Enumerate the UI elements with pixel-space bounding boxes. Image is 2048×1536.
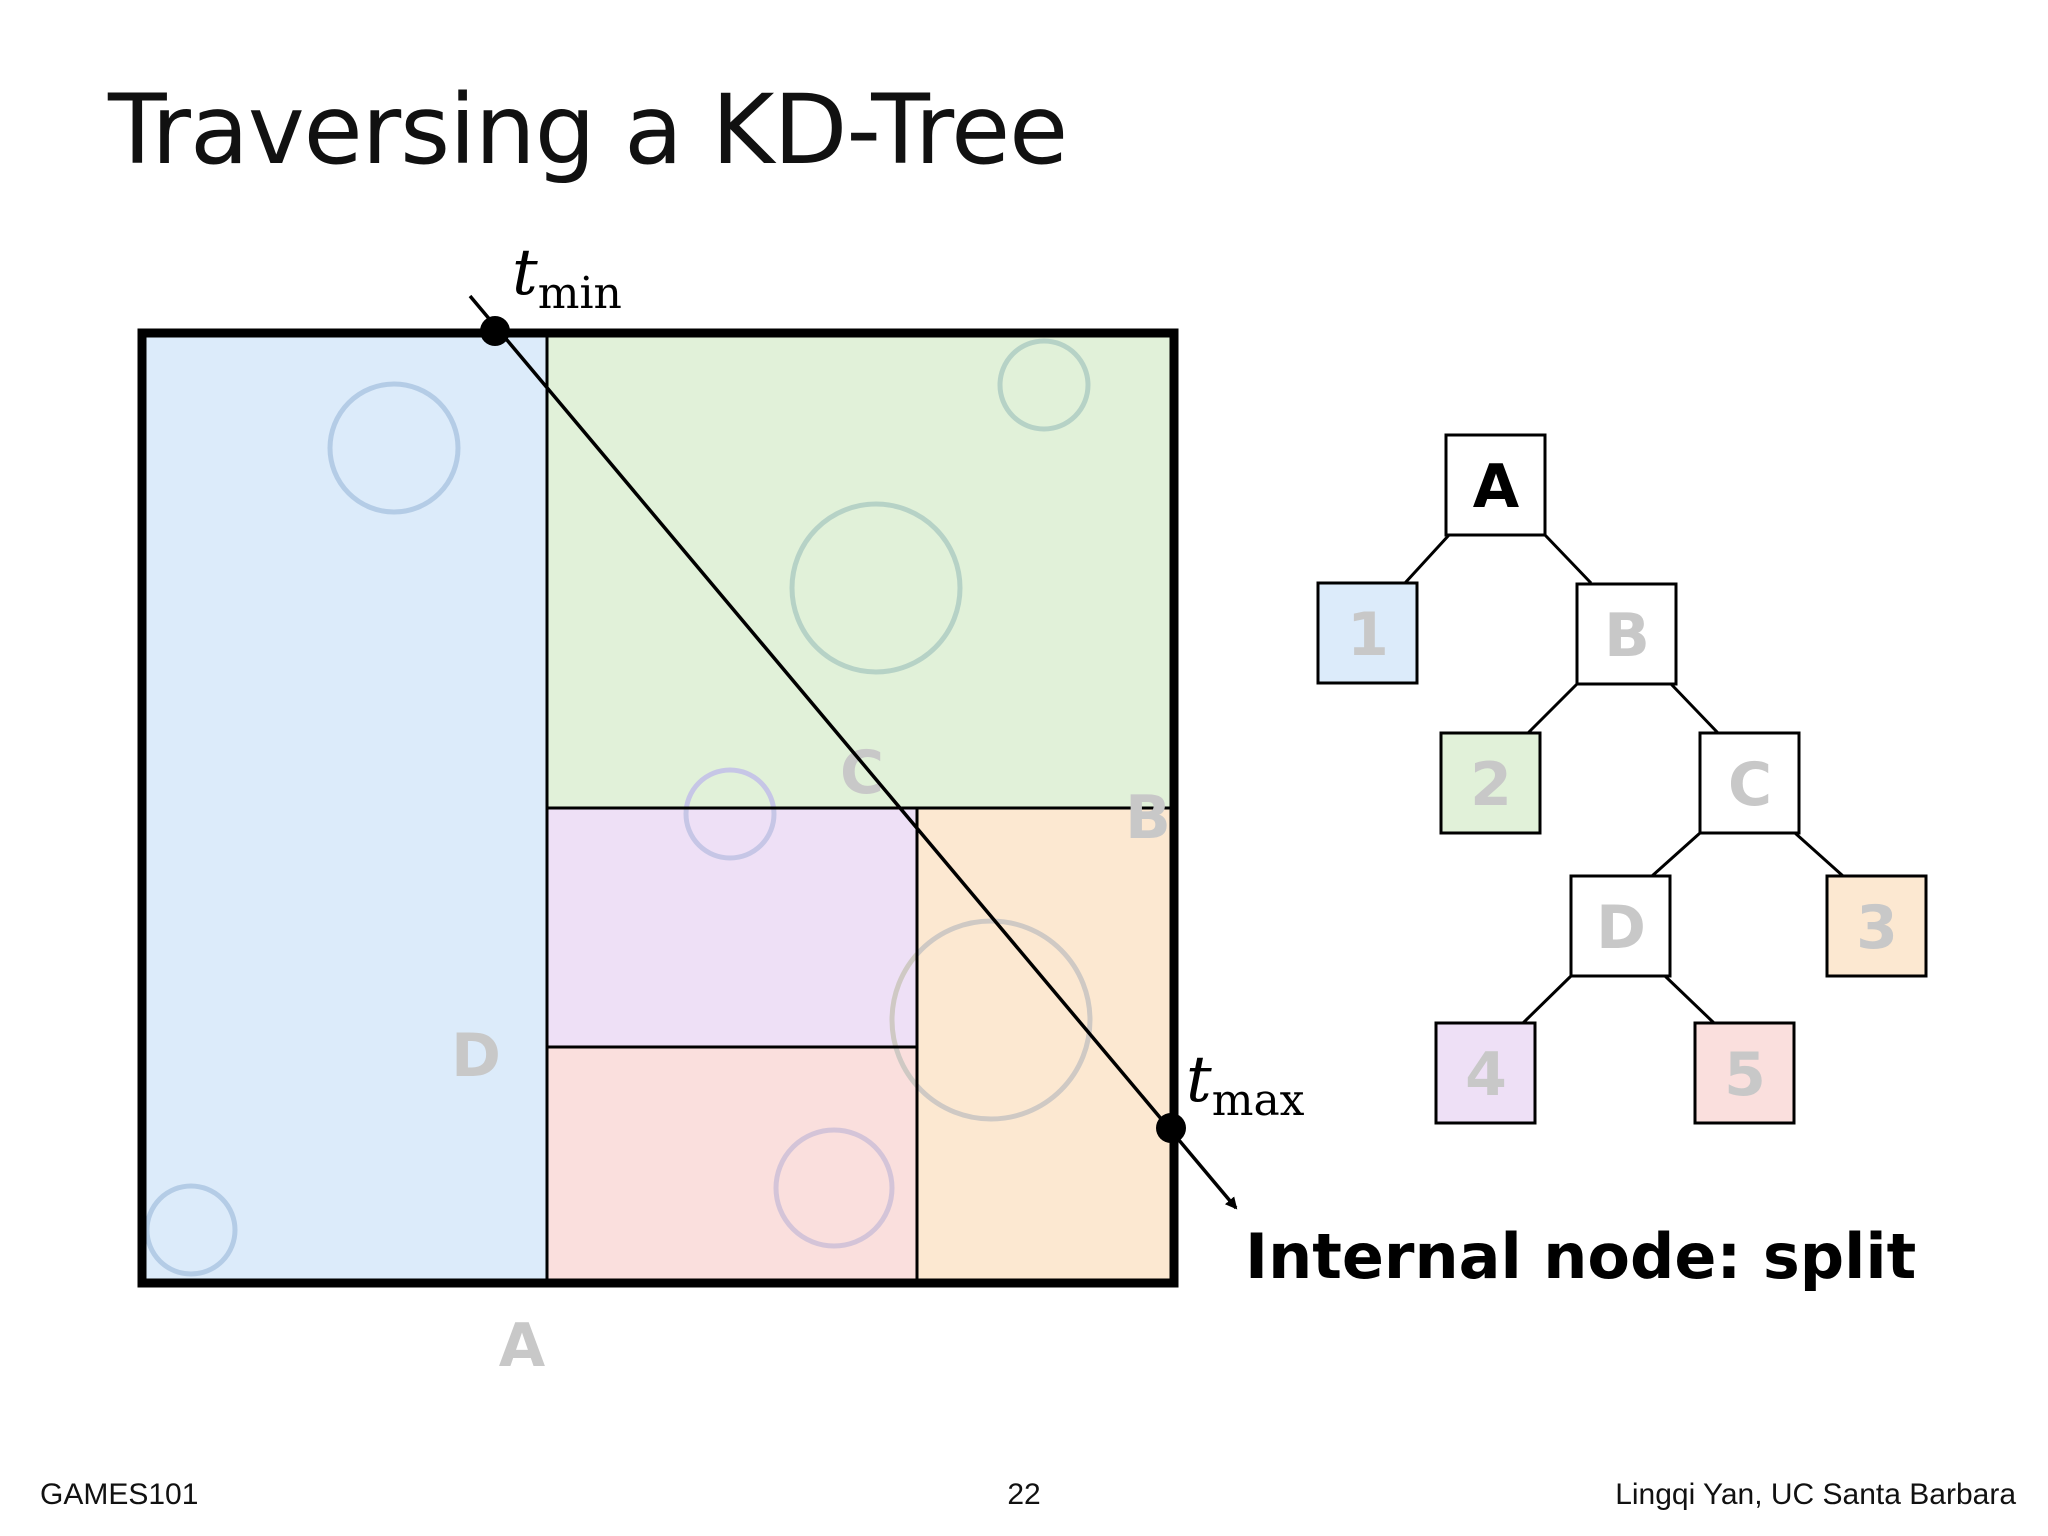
cell-1-blue xyxy=(142,333,547,1283)
edge-B-C xyxy=(1669,682,1720,735)
object-circle xyxy=(327,381,461,515)
edge-A-1 xyxy=(1403,533,1451,585)
tree-label-D: D xyxy=(1596,893,1646,963)
tree-label-2: 2 xyxy=(1470,750,1512,820)
object-circle xyxy=(144,1183,238,1277)
cell-4-purple xyxy=(547,808,917,1047)
edge-C-3 xyxy=(1793,831,1845,878)
t-min-symbol: t xyxy=(512,236,538,310)
object-circle xyxy=(683,767,777,861)
tree-node-A xyxy=(1444,433,1547,537)
tree-leaf-1 xyxy=(1316,581,1419,685)
t-min-label: tmin xyxy=(512,236,622,319)
tree-node-D xyxy=(1569,874,1672,978)
slide-title: Traversing a KD-Tree xyxy=(108,74,1068,186)
tree-nodes xyxy=(1316,433,1928,1125)
edge-A-B xyxy=(1543,533,1593,585)
ray xyxy=(468,294,1238,1210)
region-label-B: B xyxy=(1125,783,1171,853)
object-circle xyxy=(773,1127,895,1249)
edge-D-5 xyxy=(1663,974,1716,1025)
scene-objects xyxy=(144,338,1093,1277)
object-circle xyxy=(789,501,963,675)
tree-leaf-5 xyxy=(1693,1021,1796,1125)
tree-node-C xyxy=(1698,731,1801,835)
cell-5-pink xyxy=(547,1047,917,1283)
t-max-symbol: t xyxy=(1186,1043,1212,1117)
split-lines xyxy=(545,333,1174,1283)
object-circle xyxy=(997,338,1091,432)
tree-label-C: C xyxy=(1728,750,1772,820)
edge-B-2 xyxy=(1526,682,1579,735)
page-number: 22 xyxy=(1007,1478,1041,1511)
object-circle xyxy=(889,918,1093,1122)
region-label-A: A xyxy=(499,1311,546,1381)
tree-label-5: 5 xyxy=(1724,1040,1766,1110)
tree-label-3: 3 xyxy=(1856,893,1898,963)
region-label-C: C xyxy=(840,738,884,808)
tree-label-A: A xyxy=(1473,452,1520,522)
tree-node-B xyxy=(1575,582,1678,686)
tree-leaf-4 xyxy=(1434,1021,1537,1125)
edge-C-D xyxy=(1650,831,1702,878)
tree-label-4: 4 xyxy=(1465,1040,1507,1110)
tree-leaf-3 xyxy=(1825,874,1928,978)
footer-author: Lingqi Yan, UC Santa Barbara xyxy=(1615,1478,2016,1511)
cell-3-orange xyxy=(917,808,1174,1283)
tree-label-B: B xyxy=(1604,601,1650,671)
cell-2-green xyxy=(547,333,1174,808)
caption-internal-node: Internal node: split xyxy=(1245,1220,1916,1293)
t-max-point xyxy=(1156,1113,1186,1143)
t-min-subscript: min xyxy=(538,268,622,319)
t-max-subscript: max xyxy=(1212,1075,1305,1126)
edge-D-4 xyxy=(1521,974,1573,1025)
region-label-D: D xyxy=(451,1021,501,1091)
t-max-label: tmax xyxy=(1186,1043,1305,1126)
scene-bounding-box xyxy=(137,328,1179,1288)
tree-leaf-2 xyxy=(1439,731,1542,835)
ray-line xyxy=(468,294,1238,1210)
space-partition xyxy=(142,333,1174,1283)
tree-label-1: 1 xyxy=(1347,600,1389,670)
footer-course: GAMES101 xyxy=(40,1478,199,1511)
tree-edges xyxy=(1403,533,1845,1025)
t-min-point xyxy=(480,316,510,346)
